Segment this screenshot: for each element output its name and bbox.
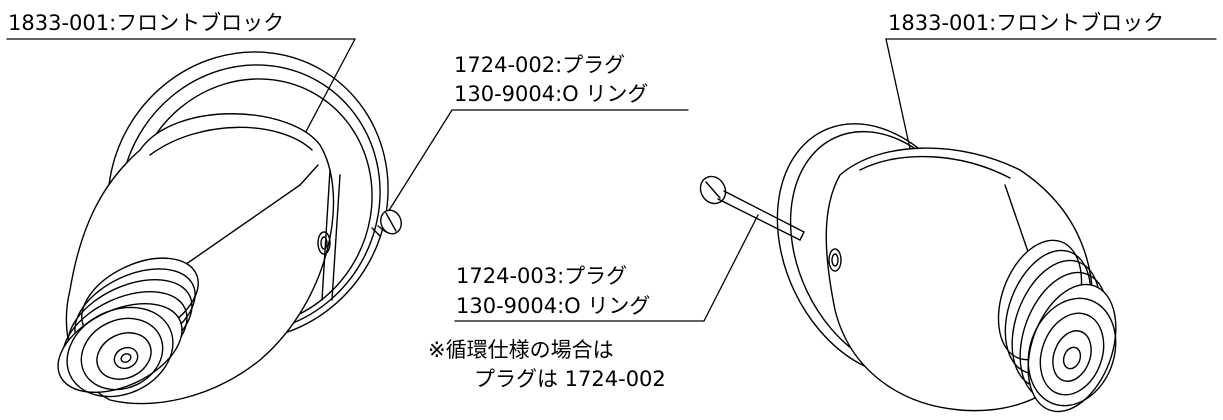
plug-002-label: 1724-002:プラグ [454, 53, 626, 77]
oring-label-lower: 130-9004:O リング [456, 294, 651, 318]
circulation-note-line2: プラグは 1724-002 [474, 367, 666, 391]
plug-002-part [371, 209, 402, 237]
circulation-note-line1: ※循環仕様の場合は [428, 338, 614, 362]
plug-003-part [699, 175, 805, 241]
front-block-right-view [776, 123, 1117, 413]
leader-lines [6, 38, 1217, 322]
front-block-left-view [57, 51, 389, 405]
front-block-label-left: 1833-001:フロントブロック [8, 11, 285, 35]
plug-003-label: 1724-003:プラグ [456, 264, 628, 288]
oring-label-upper: 130-9004:O リング [454, 82, 649, 106]
front-block-label-right: 1833-001:フロントブロック [888, 11, 1165, 35]
